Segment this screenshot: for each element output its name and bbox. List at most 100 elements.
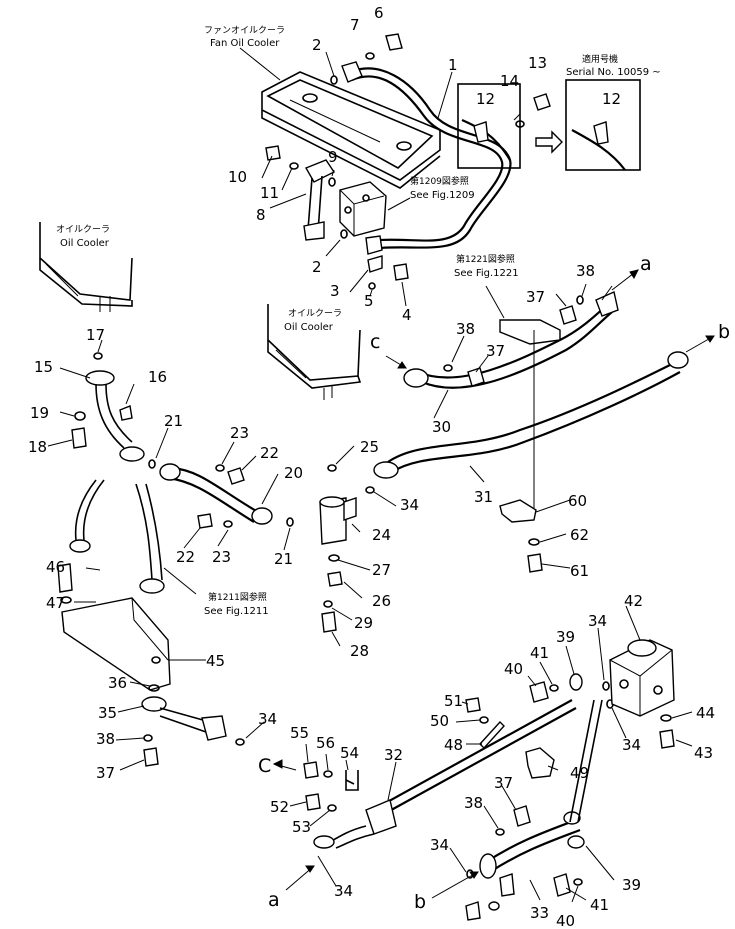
part-label-25: 25 — [360, 438, 379, 456]
part-label-34b: 34 — [258, 710, 277, 728]
part-label-51: 51 — [444, 692, 463, 710]
leader-fig-1221 — [485, 285, 505, 319]
leader-lines — [47, 51, 693, 903]
bolt-61 — [527, 553, 543, 573]
clip-54 — [345, 770, 359, 791]
part-label-42: 42 — [624, 592, 643, 610]
part-label-3: 3 — [330, 282, 340, 300]
caption-serial-en: Serial No. 10059 ~ — [566, 67, 661, 78]
part-label-53: 53 — [292, 818, 311, 836]
part-label-34f: 34 — [334, 882, 353, 900]
part-label-21b: 21 — [274, 550, 293, 568]
caption-ref-1221: 第1221図参照 See Fig.1221 — [454, 253, 519, 279]
letter-c-bottom: C — [258, 755, 271, 777]
part-label-23b: 23 — [212, 548, 231, 566]
part-label-34e: 34 — [430, 836, 449, 854]
part-label-34d: 34 — [622, 736, 641, 754]
part-label-50: 50 — [430, 712, 449, 730]
part-label-12b: 12 — [602, 90, 621, 108]
part-label-36: 36 — [108, 674, 127, 692]
bracket-1221 — [499, 319, 561, 508]
part-label-38c: 38 — [96, 730, 115, 748]
part-label-30: 30 — [432, 418, 451, 436]
washer-11 — [289, 162, 299, 170]
bolt-6 — [385, 33, 403, 51]
caption-serial: 適用号機 Serial No. 10059 ~ — [566, 53, 661, 78]
part-label-38a: 38 — [576, 262, 595, 280]
bolt-40-top — [529, 681, 549, 703]
plug-26 — [327, 571, 343, 587]
part-label-13: 13 — [528, 54, 547, 72]
o-ring-53 — [327, 804, 337, 812]
spacer-39-bottom — [567, 835, 585, 849]
o-ring-2-bottom — [340, 229, 348, 239]
bolt-37-left — [143, 747, 159, 767]
part-label-9: 9 — [328, 148, 338, 166]
part-label-26: 26 — [372, 592, 391, 610]
oil-cooler-middle — [267, 304, 362, 400]
hose-1 — [341, 61, 512, 255]
o-ring-36 — [148, 684, 160, 692]
o-ring-21a — [148, 459, 156, 469]
washer-41-bottom — [573, 878, 583, 886]
part-label-37b: 37 — [486, 342, 505, 360]
caption-fan-oil-cooler: ファンオイルクーラ Fan Oil Cooler — [204, 25, 285, 49]
arrow-serial — [535, 130, 563, 154]
part-label-5: 5 — [364, 292, 374, 310]
part-label-38b: 38 — [456, 320, 475, 338]
part-label-40b: 40 — [556, 912, 575, 929]
part-label-29: 29 — [354, 614, 373, 632]
o-ring-21b — [286, 517, 294, 527]
bolt-22b — [197, 513, 213, 529]
bar-48 — [479, 720, 505, 750]
part-label-43: 43 — [694, 744, 713, 762]
caption-oil-cooler-mid-en: Oil Cooler — [284, 322, 334, 333]
bolt-37-top — [559, 305, 577, 325]
part-label-34c: 34 — [588, 612, 607, 630]
bolt-22a — [227, 467, 245, 485]
part-label-39a: 39 — [556, 628, 575, 646]
part-label-35: 35 — [98, 704, 117, 722]
fan-oil-cooler — [261, 71, 441, 189]
pipe-33 — [479, 699, 603, 879]
washer-38-bottom — [495, 828, 505, 836]
caption-ref-1221-jp: 第1221図参照 — [456, 253, 515, 265]
hose-20 — [159, 463, 273, 525]
caption-fan-oil-cooler-en: Fan Oil Cooler — [210, 38, 280, 49]
part-label-1: 1 — [448, 56, 458, 74]
washer-62 — [528, 538, 540, 546]
part-label-48: 48 — [444, 736, 463, 754]
part-label-37a: 37 — [526, 288, 545, 306]
part-label-19: 19 — [30, 404, 49, 422]
bolt-28 — [321, 611, 337, 633]
fitting-24 — [319, 496, 357, 545]
hose-31 — [373, 351, 689, 479]
part-label-23a: 23 — [230, 424, 249, 442]
caption-ref-1211: 第1211図参照 See Fig.1211 — [204, 591, 269, 617]
bracket-45 — [61, 597, 171, 691]
valve-42 — [609, 639, 675, 717]
clamp-3 — [367, 255, 383, 273]
clamp-60 — [499, 499, 537, 523]
letter-b-bottom: b — [414, 891, 426, 913]
o-ring-25 — [327, 464, 337, 472]
part-label-17: 17 — [86, 326, 105, 344]
part-label-8: 8 — [256, 206, 266, 224]
washer-50 — [479, 716, 489, 724]
caption-oil-cooler-left: オイルクーラ Oil Cooler — [56, 224, 110, 249]
part-label-49: 49 — [570, 764, 589, 782]
washer-7 — [365, 52, 375, 60]
part-label-45: 45 — [206, 652, 225, 670]
o-ring-34-left — [235, 738, 245, 746]
inset-box-right — [565, 79, 641, 171]
part-label-32: 32 — [384, 746, 403, 764]
bolt-16 — [119, 405, 133, 421]
caption-oil-cooler-left-en: Oil Cooler — [60, 238, 110, 249]
part-label-7: 7 — [350, 16, 360, 34]
part-label-2a: 2 — [312, 36, 322, 54]
caption-oil-cooler-left-jp: オイルクーラ — [56, 224, 110, 235]
part-number-labels: 1 2 2 3 4 5 6 7 8 9 10 11 12 12 13 14 15… — [28, 4, 715, 929]
o-ring-2-top — [330, 75, 338, 85]
leader-fan-oil-cooler — [239, 47, 281, 81]
washer-23b — [223, 520, 233, 528]
